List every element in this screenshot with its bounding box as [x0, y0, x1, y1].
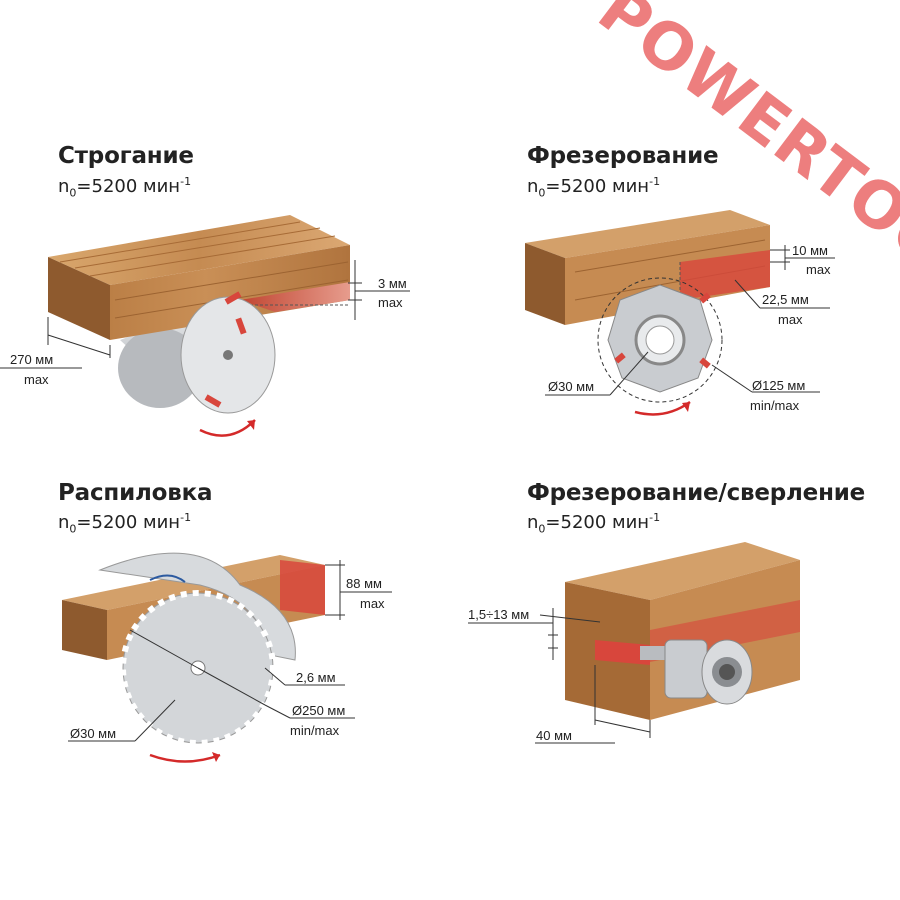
sawing-kerf-dimension: 2,6 мм: [264, 667, 345, 686]
sawing-diameter-value: Ø250 мм: [292, 703, 345, 718]
milling-width-dimension: 22,5 мм max: [734, 279, 830, 327]
milling-speed: n0=5200 мин-1: [527, 175, 661, 200]
saw-blade: [120, 590, 276, 746]
planing-width-value: 270 мм: [10, 352, 53, 367]
sawing-depth-value: 88 мм: [346, 576, 382, 591]
milling-diameter-dimension: Ø125 мм min/max: [711, 364, 820, 413]
saw-rotation-arrow: [149, 753, 221, 763]
drill-chuck: [640, 639, 753, 705]
planing-title: Строгание: [58, 143, 194, 169]
milling-bore-value: Ø30 мм: [548, 379, 594, 394]
milling-title: Фрезерование: [527, 143, 719, 169]
saw-guard: [98, 552, 296, 661]
sawing-diameter-dimension: Ø250 мм min/max: [264, 703, 355, 738]
milling-depth-value: 10 мм: [792, 243, 828, 258]
milling-diameter-value: Ø125 мм: [752, 378, 805, 393]
planing-depth-dimension: 3 мм max: [348, 260, 410, 320]
milling-diameter-qualifier: min/max: [750, 398, 800, 413]
planing-width-qualifier: max: [24, 372, 49, 387]
rotation-arrow: [199, 419, 256, 437]
drilling-speed: n0=5200 мин-1: [527, 511, 661, 536]
sawing-depth-qualifier: max: [360, 596, 385, 611]
drilling-slot-value: 1,5÷13 мм: [468, 607, 529, 622]
sawing-depth-dimension: 88 мм max: [325, 560, 392, 620]
milling-width-qualifier: max: [778, 312, 803, 327]
milling-diagram: 10 мм max 22,5 мм max Ø30 мм Ø125 мм min…: [525, 210, 835, 416]
drilling-slot-dimension: 1,5÷13 мм: [468, 607, 601, 660]
planing-speed: n0=5200 мин-1: [58, 175, 192, 200]
sawing-speed: n0=5200 мин-1: [58, 511, 192, 536]
sawing-diagram: 88 мм max 2,6 мм Ø30 мм Ø250 мм min/max: [62, 552, 392, 763]
planing-depth-qualifier: max: [378, 295, 403, 310]
planer-drum-face: [180, 291, 276, 414]
milling-width-value: 22,5 мм: [762, 292, 809, 307]
drilling-depth-dimension: 40 мм: [535, 665, 651, 744]
sawing-cut-area: [280, 560, 325, 615]
milling-depth-qualifier: max: [806, 262, 831, 277]
drilling-depth-value: 40 мм: [536, 728, 572, 743]
drilling-diagram: 1,5÷13 мм 40 мм: [468, 542, 800, 744]
planing-width-dimension: 270 мм max: [0, 317, 111, 387]
planing-depth-value: 3 мм: [378, 276, 407, 291]
sawing-kerf-value: 2,6 мм: [296, 670, 336, 685]
sawing-diameter-qualifier: min/max: [290, 723, 340, 738]
sawing-title: Распиловка: [58, 480, 213, 506]
milling-board: [525, 210, 770, 325]
planing-diagram: 3 мм max 270 мм max: [0, 215, 410, 437]
sawing-bore-value: Ø30 мм: [70, 726, 116, 741]
milling-rotation-arrow: [634, 400, 691, 416]
milling-bore-dimension: Ø30 мм: [545, 351, 649, 396]
drilling-title: Фрезерование/сверление: [527, 480, 866, 506]
milling-depth-dimension: 10 мм max: [770, 243, 835, 277]
milling-cut-area: [680, 250, 770, 300]
sawing-bore-dimension: Ø30 мм: [68, 699, 176, 742]
